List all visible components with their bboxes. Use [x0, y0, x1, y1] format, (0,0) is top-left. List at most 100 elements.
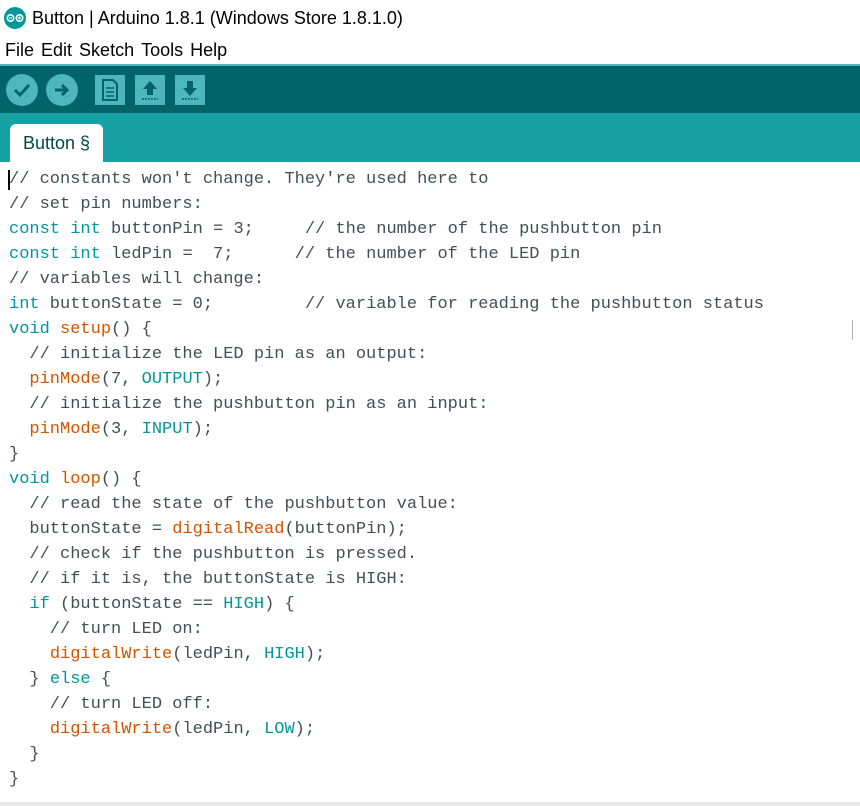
- new-sketch-button[interactable]: [95, 75, 125, 105]
- code-line[interactable]: buttonState = digitalRead(buttonPin);: [9, 517, 764, 542]
- code-token: const: [9, 245, 61, 264]
- code-line[interactable]: }: [9, 742, 764, 767]
- code-token: LOW: [264, 720, 295, 739]
- code-line[interactable]: // turn LED off:: [9, 692, 764, 717]
- code-token: // variables will change:: [9, 270, 265, 289]
- code-token: ledPin = 7; // the number of the LED pin: [100, 245, 581, 264]
- code-token: // constants won't change. They're used …: [9, 170, 489, 189]
- code-token: HIGH: [264, 645, 305, 664]
- tab-button-sketch[interactable]: Button §: [10, 124, 103, 162]
- open-button[interactable]: [135, 75, 165, 105]
- editor-bottom-border: [0, 802, 860, 806]
- code-token: [9, 420, 29, 439]
- code-line[interactable]: void setup() {: [9, 317, 764, 342]
- tab-bar: Button §: [0, 113, 860, 162]
- code-line[interactable]: const int ledPin = 7; // the number of t…: [9, 242, 764, 267]
- code-token: (buttonPin);: [284, 520, 407, 539]
- upload-button[interactable]: [46, 74, 78, 106]
- code-token: );: [202, 370, 224, 389]
- code-token: // check if the pushbutton is pressed.: [9, 545, 418, 564]
- menu-file[interactable]: File: [5, 39, 35, 60]
- code-token: {: [90, 670, 112, 689]
- code-token: [9, 645, 50, 664]
- code-token: buttonPin = 3; // the number of the push…: [100, 220, 662, 239]
- code-line[interactable]: digitalWrite(ledPin, LOW);: [9, 717, 764, 742]
- code-line[interactable]: } else {: [9, 667, 764, 692]
- code-token: HIGH: [223, 595, 265, 614]
- code-token: int: [9, 295, 40, 314]
- code-line[interactable]: digitalWrite(ledPin, HIGH);: [9, 642, 764, 667]
- code-token: }: [9, 445, 20, 464]
- code-token: );: [294, 720, 316, 739]
- code-token: // turn LED off:: [9, 695, 214, 714]
- code-token: [9, 370, 29, 389]
- verify-button[interactable]: [6, 74, 38, 106]
- code-line[interactable]: // read the state of the pushbutton valu…: [9, 492, 764, 517]
- code-token: // initialize the LED pin as an output:: [9, 345, 428, 364]
- code-token: buttonState =: [9, 520, 173, 539]
- code-token: ) {: [264, 595, 295, 614]
- menu-tools[interactable]: Tools: [141, 39, 184, 60]
- code-line[interactable]: int buttonState = 0; // variable for rea…: [9, 292, 764, 317]
- code-token: () {: [111, 320, 152, 339]
- code-token: }: [9, 770, 20, 789]
- code-token: [9, 595, 29, 614]
- save-icon: [182, 81, 198, 100]
- code-line[interactable]: }: [9, 442, 764, 467]
- code-token: pinMode: [29, 420, 101, 439]
- code-line[interactable]: pinMode(7, OUTPUT);: [9, 367, 764, 392]
- code-token: );: [304, 645, 326, 664]
- code-line[interactable]: // turn LED on:: [9, 617, 764, 642]
- code-token: buttonState = 0; // variable for reading…: [39, 295, 764, 314]
- code-line[interactable]: // initialize the LED pin as an output:: [9, 342, 764, 367]
- code-token: (buttonState ==: [49, 595, 224, 614]
- code-token: (7,: [100, 370, 142, 389]
- save-button[interactable]: [175, 75, 205, 105]
- verify-icon: [13, 83, 31, 98]
- title-bar: Button | Arduino 1.8.1 (Windows Store 1.…: [0, 0, 860, 36]
- code-line[interactable]: if (buttonState == HIGH) {: [9, 592, 764, 617]
- code-editor[interactable]: // constants won't change. They're used …: [0, 162, 860, 802]
- code-token: digitalRead: [172, 520, 285, 539]
- menu-bar: File Edit Sketch Tools Help: [0, 36, 860, 64]
- menu-help[interactable]: Help: [190, 39, 228, 60]
- mouse-ibeam-cursor: [852, 320, 853, 340]
- code-token: digitalWrite: [49, 720, 173, 739]
- code-line[interactable]: // initialize the pushbutton pin as an i…: [9, 392, 764, 417]
- code-token: digitalWrite: [49, 645, 173, 664]
- window-title: Button | Arduino 1.8.1 (Windows Store 1.…: [32, 7, 403, 28]
- code-token: }: [9, 670, 50, 689]
- code-token: [50, 320, 60, 339]
- code-token: );: [192, 420, 214, 439]
- arduino-logo-icon: [4, 7, 26, 29]
- code-token: int: [70, 220, 101, 239]
- code-token: // if it is, the buttonState is HIGH:: [9, 570, 407, 589]
- code-token: void: [9, 470, 50, 489]
- code-line[interactable]: // if it is, the buttonState is HIGH:: [9, 567, 764, 592]
- code-token: () {: [100, 470, 142, 489]
- code-line[interactable]: // check if the pushbutton is pressed.: [9, 542, 764, 567]
- code-text[interactable]: // constants won't change. They're used …: [9, 167, 764, 792]
- new-icon: [102, 79, 118, 101]
- code-line[interactable]: void loop() {: [9, 467, 764, 492]
- code-token: (ledPin,: [172, 720, 265, 739]
- code-token: [9, 720, 50, 739]
- code-token: else: [49, 670, 91, 689]
- code-token: const: [9, 220, 61, 239]
- code-token: INPUT: [141, 420, 193, 439]
- code-line[interactable]: // variables will change:: [9, 267, 764, 292]
- code-token: if: [29, 595, 50, 614]
- code-token: loop: [60, 470, 101, 489]
- code-line[interactable]: }: [9, 767, 764, 792]
- code-token: }: [9, 745, 40, 764]
- code-line[interactable]: // set pin numbers:: [9, 192, 764, 217]
- code-token: [50, 470, 60, 489]
- code-line[interactable]: pinMode(3, INPUT);: [9, 417, 764, 442]
- code-line[interactable]: const int buttonPin = 3; // the number o…: [9, 217, 764, 242]
- code-token: // read the state of the pushbutton valu…: [9, 495, 458, 514]
- menu-sketch[interactable]: Sketch: [79, 39, 135, 60]
- menu-edit[interactable]: Edit: [41, 39, 73, 60]
- text-cursor: [8, 170, 10, 190]
- code-token: // turn LED on:: [9, 620, 203, 639]
- code-line[interactable]: // constants won't change. They're used …: [9, 167, 764, 192]
